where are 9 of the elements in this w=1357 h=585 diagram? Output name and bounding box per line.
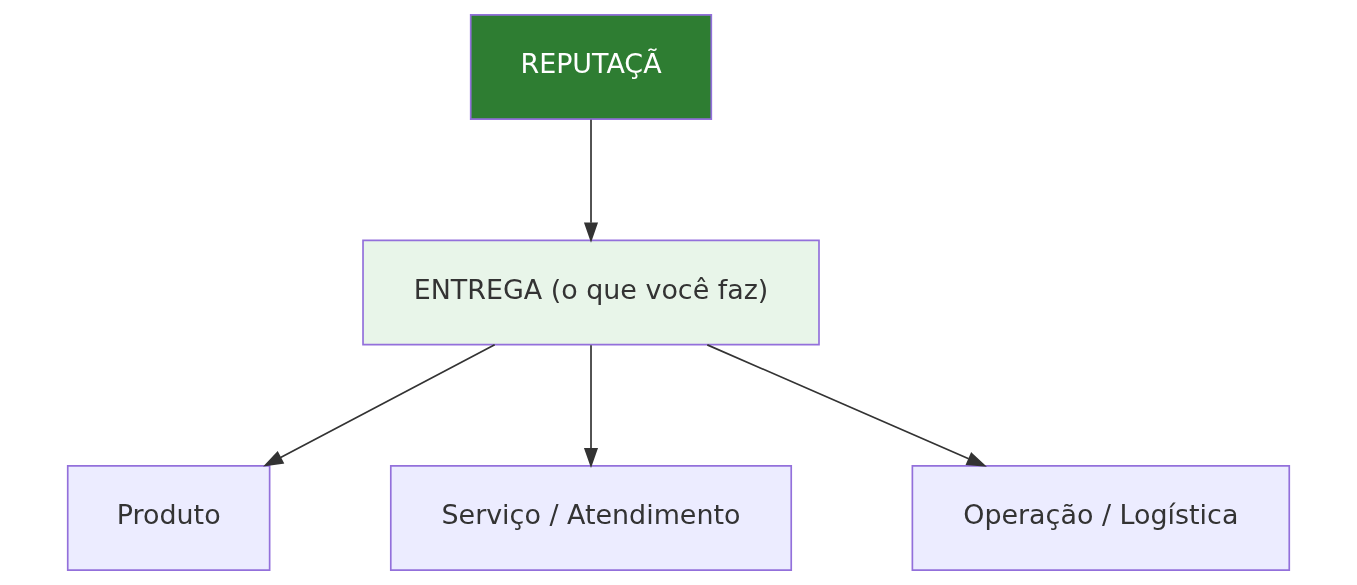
- arrow: [263, 344, 496, 467]
- arrow: [706, 344, 987, 467]
- node-box: Produto: [66, 464, 271, 571]
- node-box: Serviço / Atendimento: [389, 464, 793, 571]
- arrow: [583, 118, 599, 243]
- node-box: Operação / Logística: [911, 464, 1291, 571]
- arrow: [583, 344, 599, 469]
- node-box: REPUTAÇÃ: [469, 14, 713, 121]
- node-box: ENTREGA (o que você faz): [362, 239, 820, 346]
